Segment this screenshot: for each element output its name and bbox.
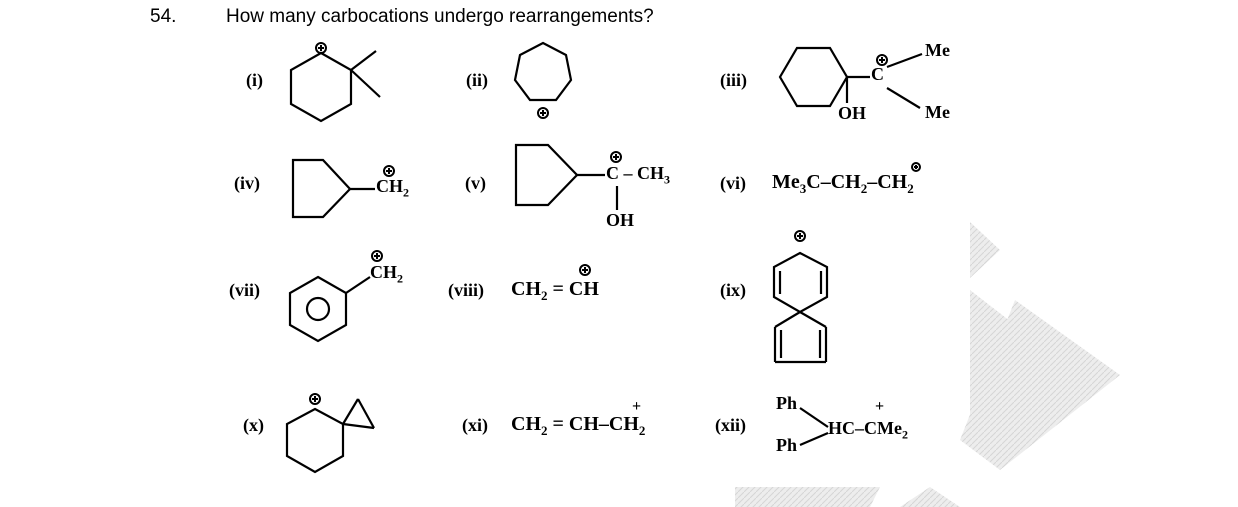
positive-charge-icon [371,250,383,262]
hydroxyl-group: OH [838,103,867,123]
structure-v-ring [514,143,579,207]
formula-vi: Me3C–CH2–CH2 [772,171,914,196]
structure-iv-ring [291,158,352,219]
formula-iv: CH2 [376,176,409,200]
structure-vii-ring [288,275,348,343]
item-label-vii: (vii) [229,280,260,300]
methyl-group-top: Me [925,40,950,60]
charge-xii: + [875,398,885,415]
item-label-iii: (iii) [720,70,747,90]
item-label-vi: (vi) [720,173,746,193]
positive-charge-icon [383,165,395,177]
item-label-xii: (xii) [715,415,746,435]
methyl-group-bottom: Me [925,102,950,122]
formula-vii: CH2 [370,262,403,286]
positive-charge-icon [876,54,888,66]
formula-viii: CH2 = CH [511,278,599,303]
phenyl-group-bottom: Ph [776,435,798,455]
carbon-methyl-group: C – CH3 [606,163,670,187]
positive-charge-icon [610,151,622,163]
charge-xi: + [632,398,642,415]
positive-charge-icon [309,393,321,405]
positive-charge-icon [911,162,921,172]
item-label-ii: (ii) [466,70,488,90]
item-label-v: (v) [465,173,486,193]
question-number: 54. [150,6,177,27]
structure-ii-ring [513,41,573,102]
formula-xi: CH2 = CH–CH2 [511,413,646,438]
positive-charge-icon [537,107,549,119]
positive-charge-icon [794,230,806,242]
positive-charge-icon [579,264,591,276]
positive-charge-icon [315,42,327,54]
item-label-iv: (iv) [234,173,260,193]
carbon-label: C [871,64,884,84]
item-label-xi: (xi) [462,415,488,435]
item-label-ix: (ix) [720,280,746,300]
structure-x-ring [285,407,345,474]
structure-ix-upper-ring [772,251,829,314]
question-text: How many carbocations undergo rearrangem… [226,6,654,27]
item-label-i: (i) [246,70,263,90]
structure-i-ring [289,51,353,123]
structure-iii-ring [778,46,849,108]
chain-xii: HC–CMe2 [828,418,908,442]
phenyl-group-top: Ph [776,393,798,413]
hydroxyl-group: OH [606,210,635,230]
item-label-viii: (viii) [448,280,484,300]
item-label-x: (x) [243,415,264,435]
